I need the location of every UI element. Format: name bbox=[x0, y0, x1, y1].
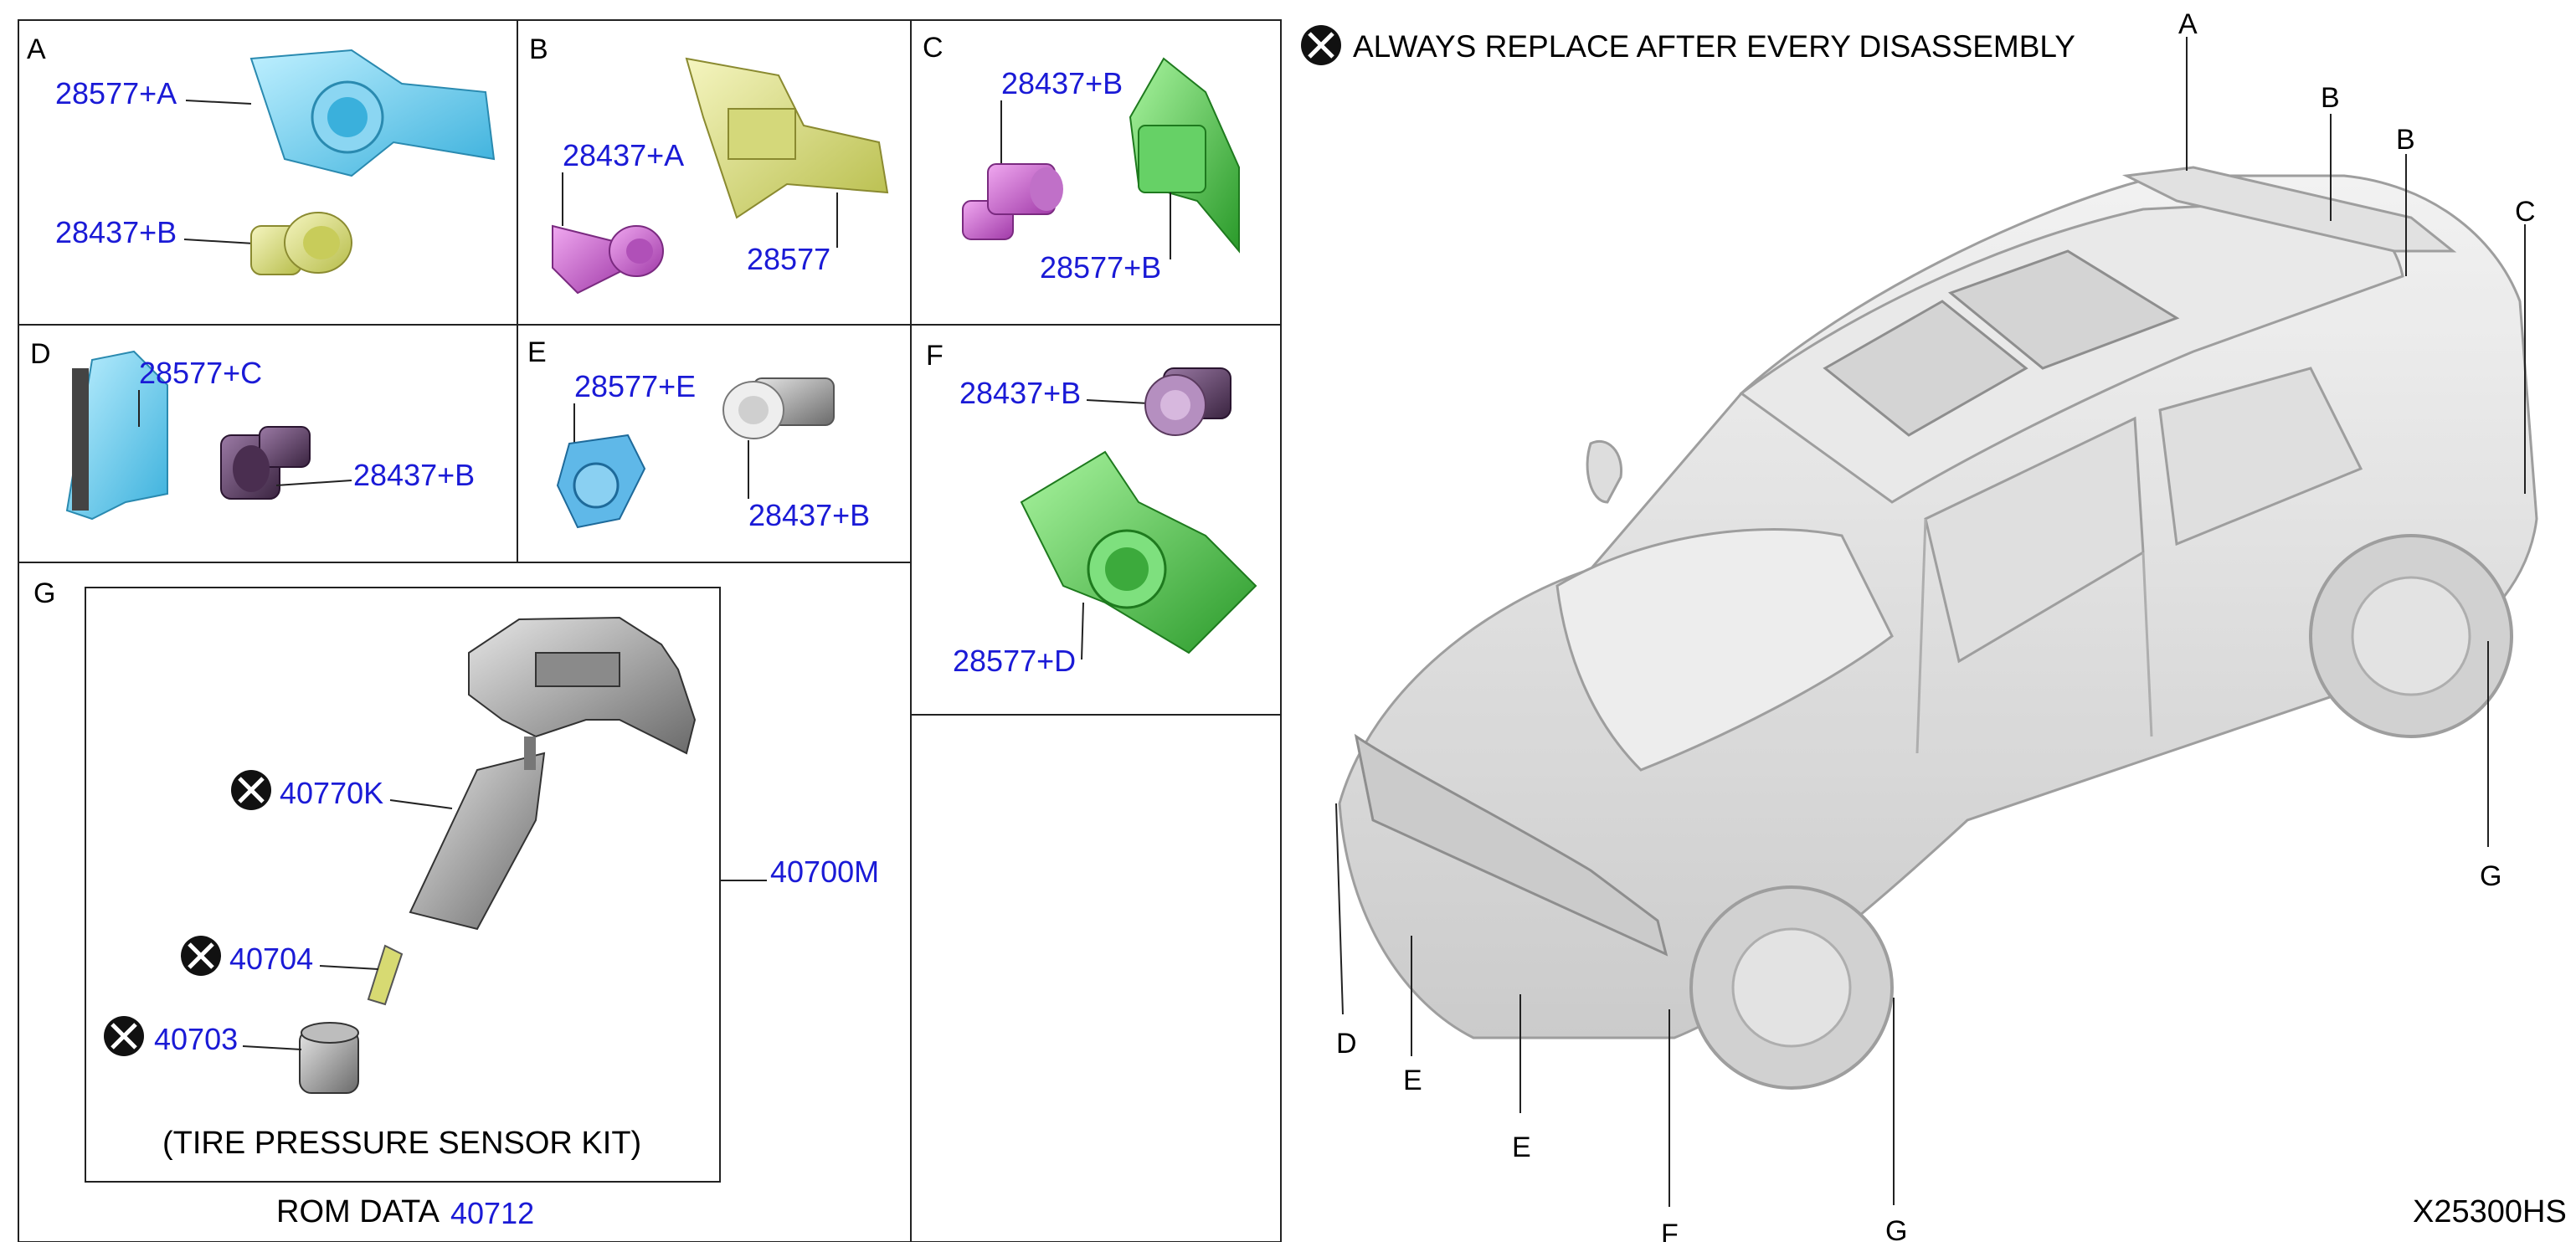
callout-e-right: E bbox=[1512, 1132, 1531, 1163]
tpms-sensor-housing-icon bbox=[468, 616, 697, 755]
callout-f: F bbox=[1661, 1219, 1679, 1242]
part-label-28577-e: 28577+E bbox=[574, 369, 696, 403]
callout-g-front: G bbox=[1885, 1215, 1907, 1242]
panel-letter-d: D bbox=[30, 338, 51, 370]
panel-g: G 40770K 40704 bbox=[33, 577, 879, 1230]
part-label-28577: 28577 bbox=[747, 242, 830, 276]
panel-letter-f: F bbox=[926, 340, 944, 372]
part-label-40770k: 40770K bbox=[280, 776, 383, 810]
sensor-grey-icon bbox=[722, 377, 835, 439]
panel-b: B 28437+A 28577 bbox=[529, 33, 889, 295]
sensor-magenta-icon bbox=[552, 224, 664, 295]
tpms-valve-stem-icon bbox=[409, 736, 546, 931]
part-label-28437-b: 28437+B bbox=[353, 458, 475, 492]
vehicle-illustration bbox=[1338, 166, 2538, 1090]
part-label-28577-b: 28577+B bbox=[1040, 250, 1161, 285]
replace-always-icon bbox=[231, 770, 271, 810]
panel-e: E 28577+E 28437+B bbox=[527, 336, 870, 532]
panel-letter-b: B bbox=[529, 33, 548, 65]
callout-d: D bbox=[1336, 1028, 1357, 1060]
drawing-id: X25300HS bbox=[2413, 1194, 2567, 1229]
callout-c: C bbox=[2515, 196, 2536, 228]
bracket-green-icon bbox=[1129, 57, 1240, 254]
bracket-yellow-icon bbox=[685, 57, 889, 219]
panel-letter-a: A bbox=[27, 33, 46, 65]
part-label-28437-a: 28437+A bbox=[563, 138, 684, 172]
sensor-yellow-icon bbox=[250, 212, 352, 275]
panel-grid bbox=[18, 19, 1282, 1242]
callout-e-left: E bbox=[1403, 1065, 1422, 1096]
part-label-40703: 40703 bbox=[154, 1022, 238, 1056]
part-label-28437-b: 28437+B bbox=[55, 215, 177, 249]
part-label-28437-b: 28437+B bbox=[959, 376, 1081, 410]
replace-always-icon bbox=[104, 1016, 144, 1056]
bracket-light-blue-icon bbox=[556, 434, 646, 529]
part-label-28577-a: 28577+A bbox=[55, 76, 177, 110]
panel-c: C 28437+B 28577+B bbox=[923, 32, 1240, 285]
bracket-cyan-icon bbox=[249, 49, 496, 177]
part-label-28437-b: 28437+B bbox=[748, 498, 870, 532]
callout-b-upper: B bbox=[2321, 82, 2340, 114]
valve-cap-icon bbox=[299, 1022, 359, 1094]
sensor-dark-purple-icon bbox=[220, 426, 311, 500]
rom-data-label: ROM DATA bbox=[276, 1194, 440, 1229]
replace-notice: ALWAYS REPLACE AFTER EVERY DISASSEMBLY bbox=[1301, 25, 2075, 65]
panel-letter-g: G bbox=[33, 577, 55, 609]
part-label-28437-b: 28437+B bbox=[1001, 66, 1123, 100]
sensor-magenta-icon bbox=[962, 163, 1063, 240]
part-label-40704: 40704 bbox=[229, 942, 313, 976]
kit-caption: (TIRE PRESSURE SENSOR KIT) bbox=[162, 1126, 641, 1161]
panel-f: F 28437+B 28577+D bbox=[926, 340, 1257, 678]
panel-d: D 28577+C 28437+B bbox=[30, 338, 475, 521]
panel-letter-c: C bbox=[923, 32, 944, 64]
panel-a: A 28577+A 28437+B bbox=[27, 33, 496, 275]
vehicle-callouts: A B B C D E E F G G bbox=[1335, 8, 2536, 1242]
part-label-28577-c: 28577+C bbox=[139, 356, 262, 390]
callout-b-lower: B bbox=[2396, 124, 2415, 156]
part-label-28577-d: 28577+D bbox=[953, 644, 1076, 678]
panel-letter-e: E bbox=[527, 336, 547, 368]
callout-g-rear: G bbox=[2480, 860, 2501, 892]
callout-a: A bbox=[2178, 8, 2198, 40]
replace-always-icon bbox=[181, 936, 221, 976]
bracket-cyan-icon bbox=[65, 350, 168, 521]
bracket-green-icon bbox=[1020, 450, 1257, 654]
valve-core-icon bbox=[367, 944, 404, 1006]
part-label-40700m: 40700M bbox=[770, 855, 879, 889]
sensor-purple-icon bbox=[1144, 367, 1231, 436]
notice-text: ALWAYS REPLACE AFTER EVERY DISASSEMBLY bbox=[1353, 29, 2075, 64]
rom-data-number: 40712 bbox=[450, 1196, 534, 1230]
replace-always-icon bbox=[1301, 25, 1341, 65]
